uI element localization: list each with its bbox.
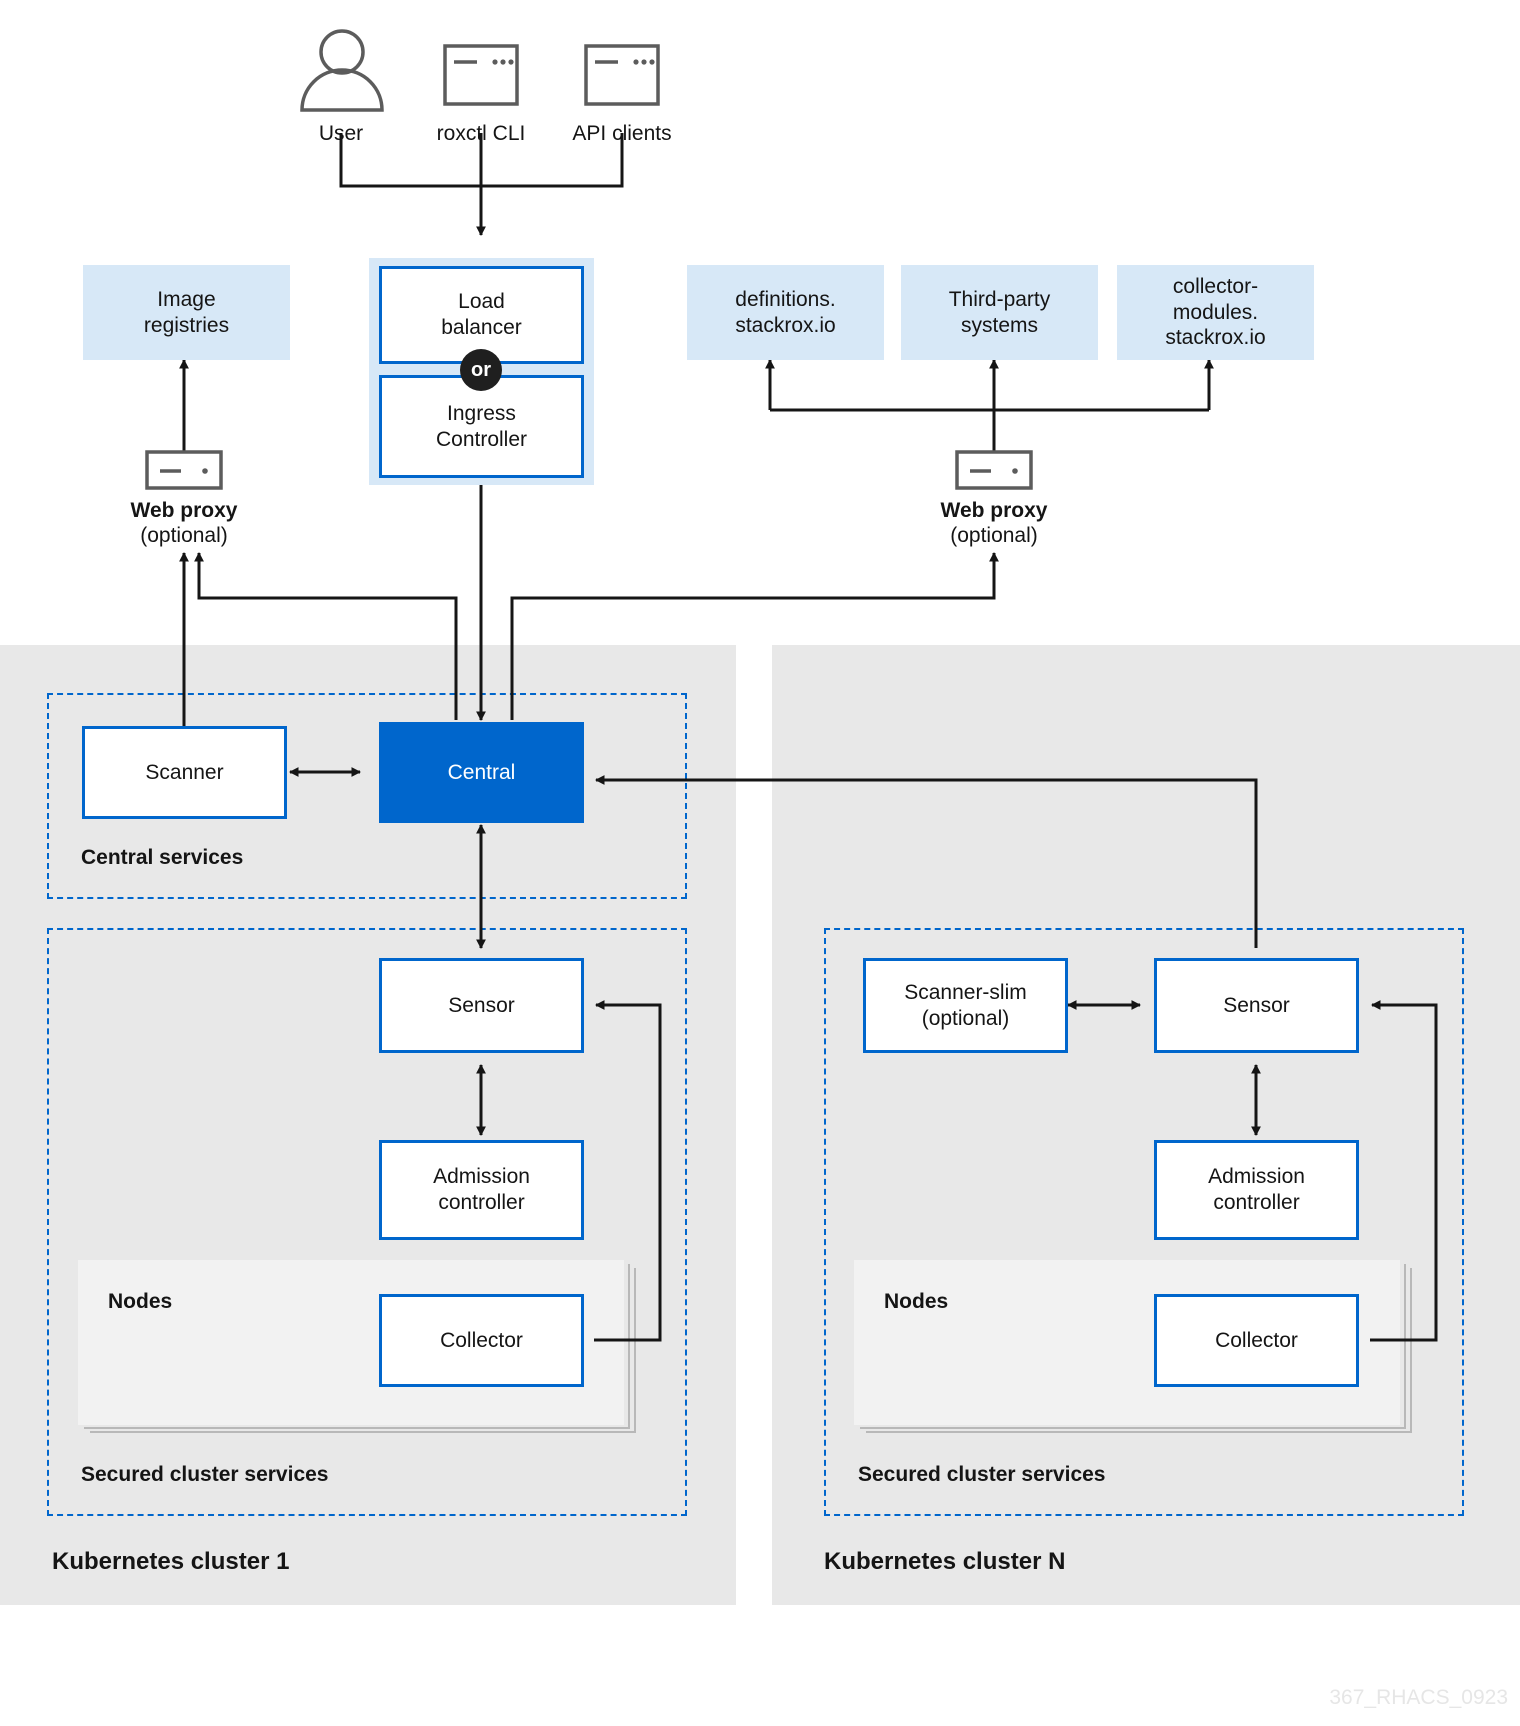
secured-cluster-services-label-n: Secured cluster services [858, 1463, 1106, 1486]
scanner-slim-line2: (optional) [921, 1006, 1010, 1030]
secured-cluster-services-label-1: Secured cluster services [81, 1463, 329, 1486]
central-box[interactable]: Central [379, 722, 584, 823]
sensor-label-1: Sensor [448, 993, 515, 1017]
web-proxy-left-note: (optional) [140, 524, 228, 548]
third-party-systems-box: Third-party systems [901, 265, 1098, 360]
api-clients-label: API clients [572, 122, 672, 145]
web-proxy-right-caption: Web proxy (optional) [894, 498, 1094, 548]
collector-box-1[interactable]: Collector [379, 1294, 584, 1387]
terminal-window-icon [443, 44, 519, 111]
sensor-box-1[interactable]: Sensor [379, 958, 584, 1053]
definitions-line2: stackrox.io [735, 313, 836, 337]
collector-modules-line2: modules. [1172, 300, 1259, 324]
third-party-line1: Third-party [948, 287, 1051, 311]
scanner-box[interactable]: Scanner [82, 726, 287, 819]
scanner-slim-box[interactable]: Scanner-slim (optional) [863, 958, 1068, 1053]
load-balancer-box[interactable]: Load balancer [379, 266, 584, 364]
kubernetes-cluster-1-label: Kubernetes cluster 1 [52, 1548, 290, 1575]
ingress-controller-line1: Ingress [447, 401, 516, 425]
admission-controller-line1-1: Admission [433, 1165, 530, 1189]
roxctl-cli-label: roxctl CLI [436, 122, 526, 145]
admission-controller-line2-n: controller [1213, 1191, 1300, 1214]
admission-controller-box-1[interactable]: Admission controller [379, 1140, 584, 1240]
secured-cluster-services-region-1 [47, 928, 687, 1516]
user-icon [296, 28, 388, 117]
scanner-slim-line1: Scanner-slim [904, 980, 1027, 1004]
collector-modules-stackrox-box: collector- modules. stackrox.io [1117, 265, 1314, 360]
load-balancer-line1: Load [458, 290, 505, 314]
proxy-device-icon [955, 450, 1033, 495]
collector-modules-line3: stackrox.io [1165, 326, 1266, 350]
image-registries-line2: registries [143, 313, 230, 337]
user-label: User [318, 122, 364, 145]
image-registries-line1: Image [157, 287, 216, 311]
web-proxy-left-title: Web proxy [130, 499, 238, 522]
admission-controller-line2-1: controller [438, 1191, 525, 1214]
load-balancer-line2: balancer [441, 316, 522, 339]
web-proxy-right-note: (optional) [950, 524, 1038, 548]
scanner-label: Scanner [145, 760, 224, 784]
nodes-stack-shadow-n [860, 1264, 1406, 1429]
collector-label-n: Collector [1215, 1328, 1298, 1352]
ingress-controller-line2: Controller [435, 427, 528, 451]
kubernetes-cluster-n-label: Kubernetes cluster N [824, 1548, 1066, 1575]
collector-label-1: Collector [440, 1328, 523, 1352]
definitions-line1: definitions. [735, 287, 836, 311]
definitions-stackrox-box: definitions. stackrox.io [687, 265, 884, 360]
or-badge: or [460, 349, 502, 391]
collector-box-n[interactable]: Collector [1154, 1294, 1359, 1387]
nodes-stack-shadow-1 [84, 1264, 630, 1429]
central-services-label: Central services [81, 846, 244, 869]
nodes-stack-shadow-1 [90, 1268, 636, 1433]
admission-controller-box-n[interactable]: Admission controller [1154, 1140, 1359, 1240]
sensor-box-n[interactable]: Sensor [1154, 958, 1359, 1053]
web-proxy-right-title: Web proxy [940, 499, 1048, 522]
web-proxy-left-caption: Web proxy (optional) [84, 498, 284, 548]
watermark: 367_RHACS_0923 [1329, 1686, 1508, 1709]
collector-modules-line1: collector- [1172, 275, 1259, 299]
nodes-label-1: Nodes [108, 1290, 173, 1313]
central-label: Central [447, 760, 516, 784]
nodes-label-n: Nodes [884, 1290, 949, 1313]
third-party-line2: systems [960, 313, 1038, 337]
ingress-controller-box[interactable]: Ingress Controller [379, 375, 584, 478]
image-registries-box: Image registries [83, 265, 290, 360]
admission-controller-line1-n: Admission [1208, 1165, 1305, 1189]
proxy-device-icon [145, 450, 223, 495]
terminal-window-icon [584, 44, 660, 111]
sensor-label-n: Sensor [1223, 993, 1290, 1017]
nodes-stack-shadow-n [866, 1268, 1412, 1433]
